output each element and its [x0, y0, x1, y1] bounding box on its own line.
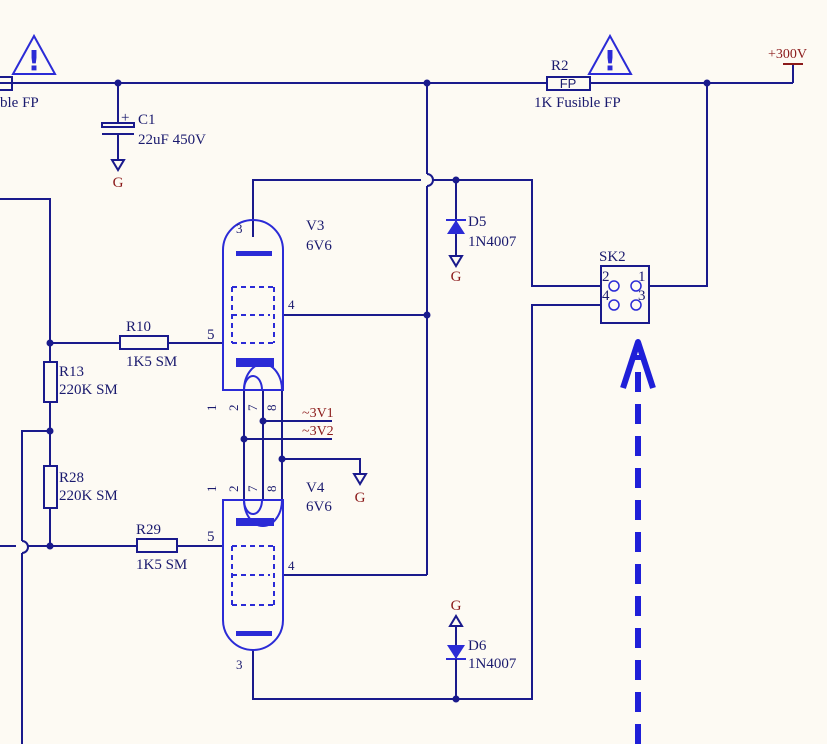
junction-dot — [46, 427, 54, 435]
v3-value: 6V6 — [306, 238, 332, 254]
junction-dot — [46, 542, 54, 550]
r29-value: 1K5 SM — [136, 557, 187, 573]
junction-dot — [278, 455, 286, 463]
v3-plate-to-sk2 — [433, 179, 601, 287]
v4-pin: 3 — [236, 657, 243, 672]
junction-dot — [423, 79, 431, 87]
svg-text:!: ! — [604, 44, 617, 77]
v4-pin: 5 — [207, 529, 215, 545]
fuse-left-body — [0, 76, 13, 91]
r28-ref: R28 — [59, 470, 84, 486]
ground-label: G — [451, 598, 462, 614]
diode-d6 — [446, 645, 466, 660]
heater-net-label: ~3V1 — [302, 406, 334, 421]
v3-ref: V3 — [306, 218, 324, 234]
diode-d5 — [446, 219, 466, 234]
wire-crossover-left — [21, 540, 29, 554]
junctions — [46, 79, 711, 703]
v3-pin: 1 — [204, 405, 219, 412]
v4-pin: 7 — [245, 485, 260, 492]
ground-icon — [448, 614, 464, 627]
v3-pin: 7 — [245, 404, 260, 411]
sk2-ref: SK2 — [599, 249, 626, 265]
resistor-r28 — [43, 465, 58, 509]
fuse-left-value: ble FP — [0, 95, 39, 111]
r13-ref: R13 — [59, 364, 84, 380]
wires — [0, 64, 794, 744]
junction-dot — [240, 435, 248, 443]
ground-label: G — [355, 490, 366, 506]
d6-value: 1N4007 — [468, 656, 517, 672]
v3-plate-wire — [252, 179, 421, 237]
wire-crossover — [426, 173, 434, 187]
v4-value: 6V6 — [306, 499, 332, 515]
connector-sk2 — [600, 265, 650, 324]
resistor-r13 — [43, 361, 58, 403]
c1-value: 22uF 450V — [138, 132, 206, 148]
v3-pin: 5 — [207, 327, 215, 343]
r29-ref: R29 — [136, 522, 161, 538]
v4-ref: V4 — [306, 480, 325, 496]
supply-label: +300V — [768, 47, 807, 62]
d6-ref: D6 — [468, 638, 487, 654]
sk2-to-rail — [649, 83, 708, 287]
v3-pin: 3 — [236, 221, 243, 236]
r28-value: 220K SM — [59, 488, 118, 504]
ground-label: G — [451, 269, 462, 285]
v4-pin: 2 — [226, 486, 241, 493]
resistor-r29 — [136, 538, 178, 553]
r2-body-label: FP — [560, 76, 577, 91]
heater-ground-wire — [282, 458, 361, 474]
c1-plus: + — [121, 110, 129, 126]
ground-icon — [448, 255, 464, 268]
d5-value: 1N4007 — [468, 234, 517, 250]
junction-dot — [423, 311, 431, 319]
r10-ref: R10 — [126, 319, 151, 335]
resistor-r2: FP — [546, 76, 591, 91]
v4-plate-to-sk2 — [252, 304, 601, 700]
sk2-pin: 3 — [638, 288, 646, 304]
warning-triangle-icon: ! — [11, 33, 57, 77]
resistor-r10 — [119, 335, 169, 350]
capacitor-c1: + — [101, 110, 135, 135]
v4-pin: 8 — [264, 486, 279, 493]
r13-value: 220K SM — [59, 382, 118, 398]
warning-triangle-icon: ! — [587, 33, 633, 77]
sk2-pin: 4 — [602, 288, 610, 304]
v3-pin: 8 — [264, 405, 279, 412]
junction-dot — [46, 339, 54, 347]
bias-wire-branch — [21, 430, 50, 541]
ground-label: G — [113, 175, 124, 191]
v4-pin: 1 — [204, 486, 219, 493]
bias-wire-top — [0, 198, 51, 362]
sk2-pin: 2 — [602, 269, 610, 285]
r2-ref: R2 — [551, 58, 569, 74]
c1-ref: C1 — [138, 112, 156, 128]
junction-dot — [259, 417, 267, 425]
r10-value: 1K5 SM — [126, 354, 177, 370]
v3-pin: 4 — [288, 297, 295, 312]
ground-icon — [110, 159, 126, 172]
dashed-arrow-icon — [620, 339, 656, 744]
junction-dot — [114, 79, 122, 87]
tube-v4 — [222, 499, 284, 651]
ground-icon — [352, 473, 368, 486]
r2-value: 1K Fusible FP — [534, 95, 621, 111]
junction-dot — [452, 176, 460, 184]
tube-v3 — [222, 219, 284, 391]
d5-ref: D5 — [468, 214, 486, 230]
heater-net-label: ~3V2 — [302, 424, 334, 439]
v4-pin: 4 — [288, 558, 295, 573]
svg-text:!: ! — [28, 44, 41, 77]
v3-pin: 2 — [226, 405, 241, 412]
sk2-pin: 1 — [638, 269, 646, 285]
junction-dot — [703, 79, 711, 87]
